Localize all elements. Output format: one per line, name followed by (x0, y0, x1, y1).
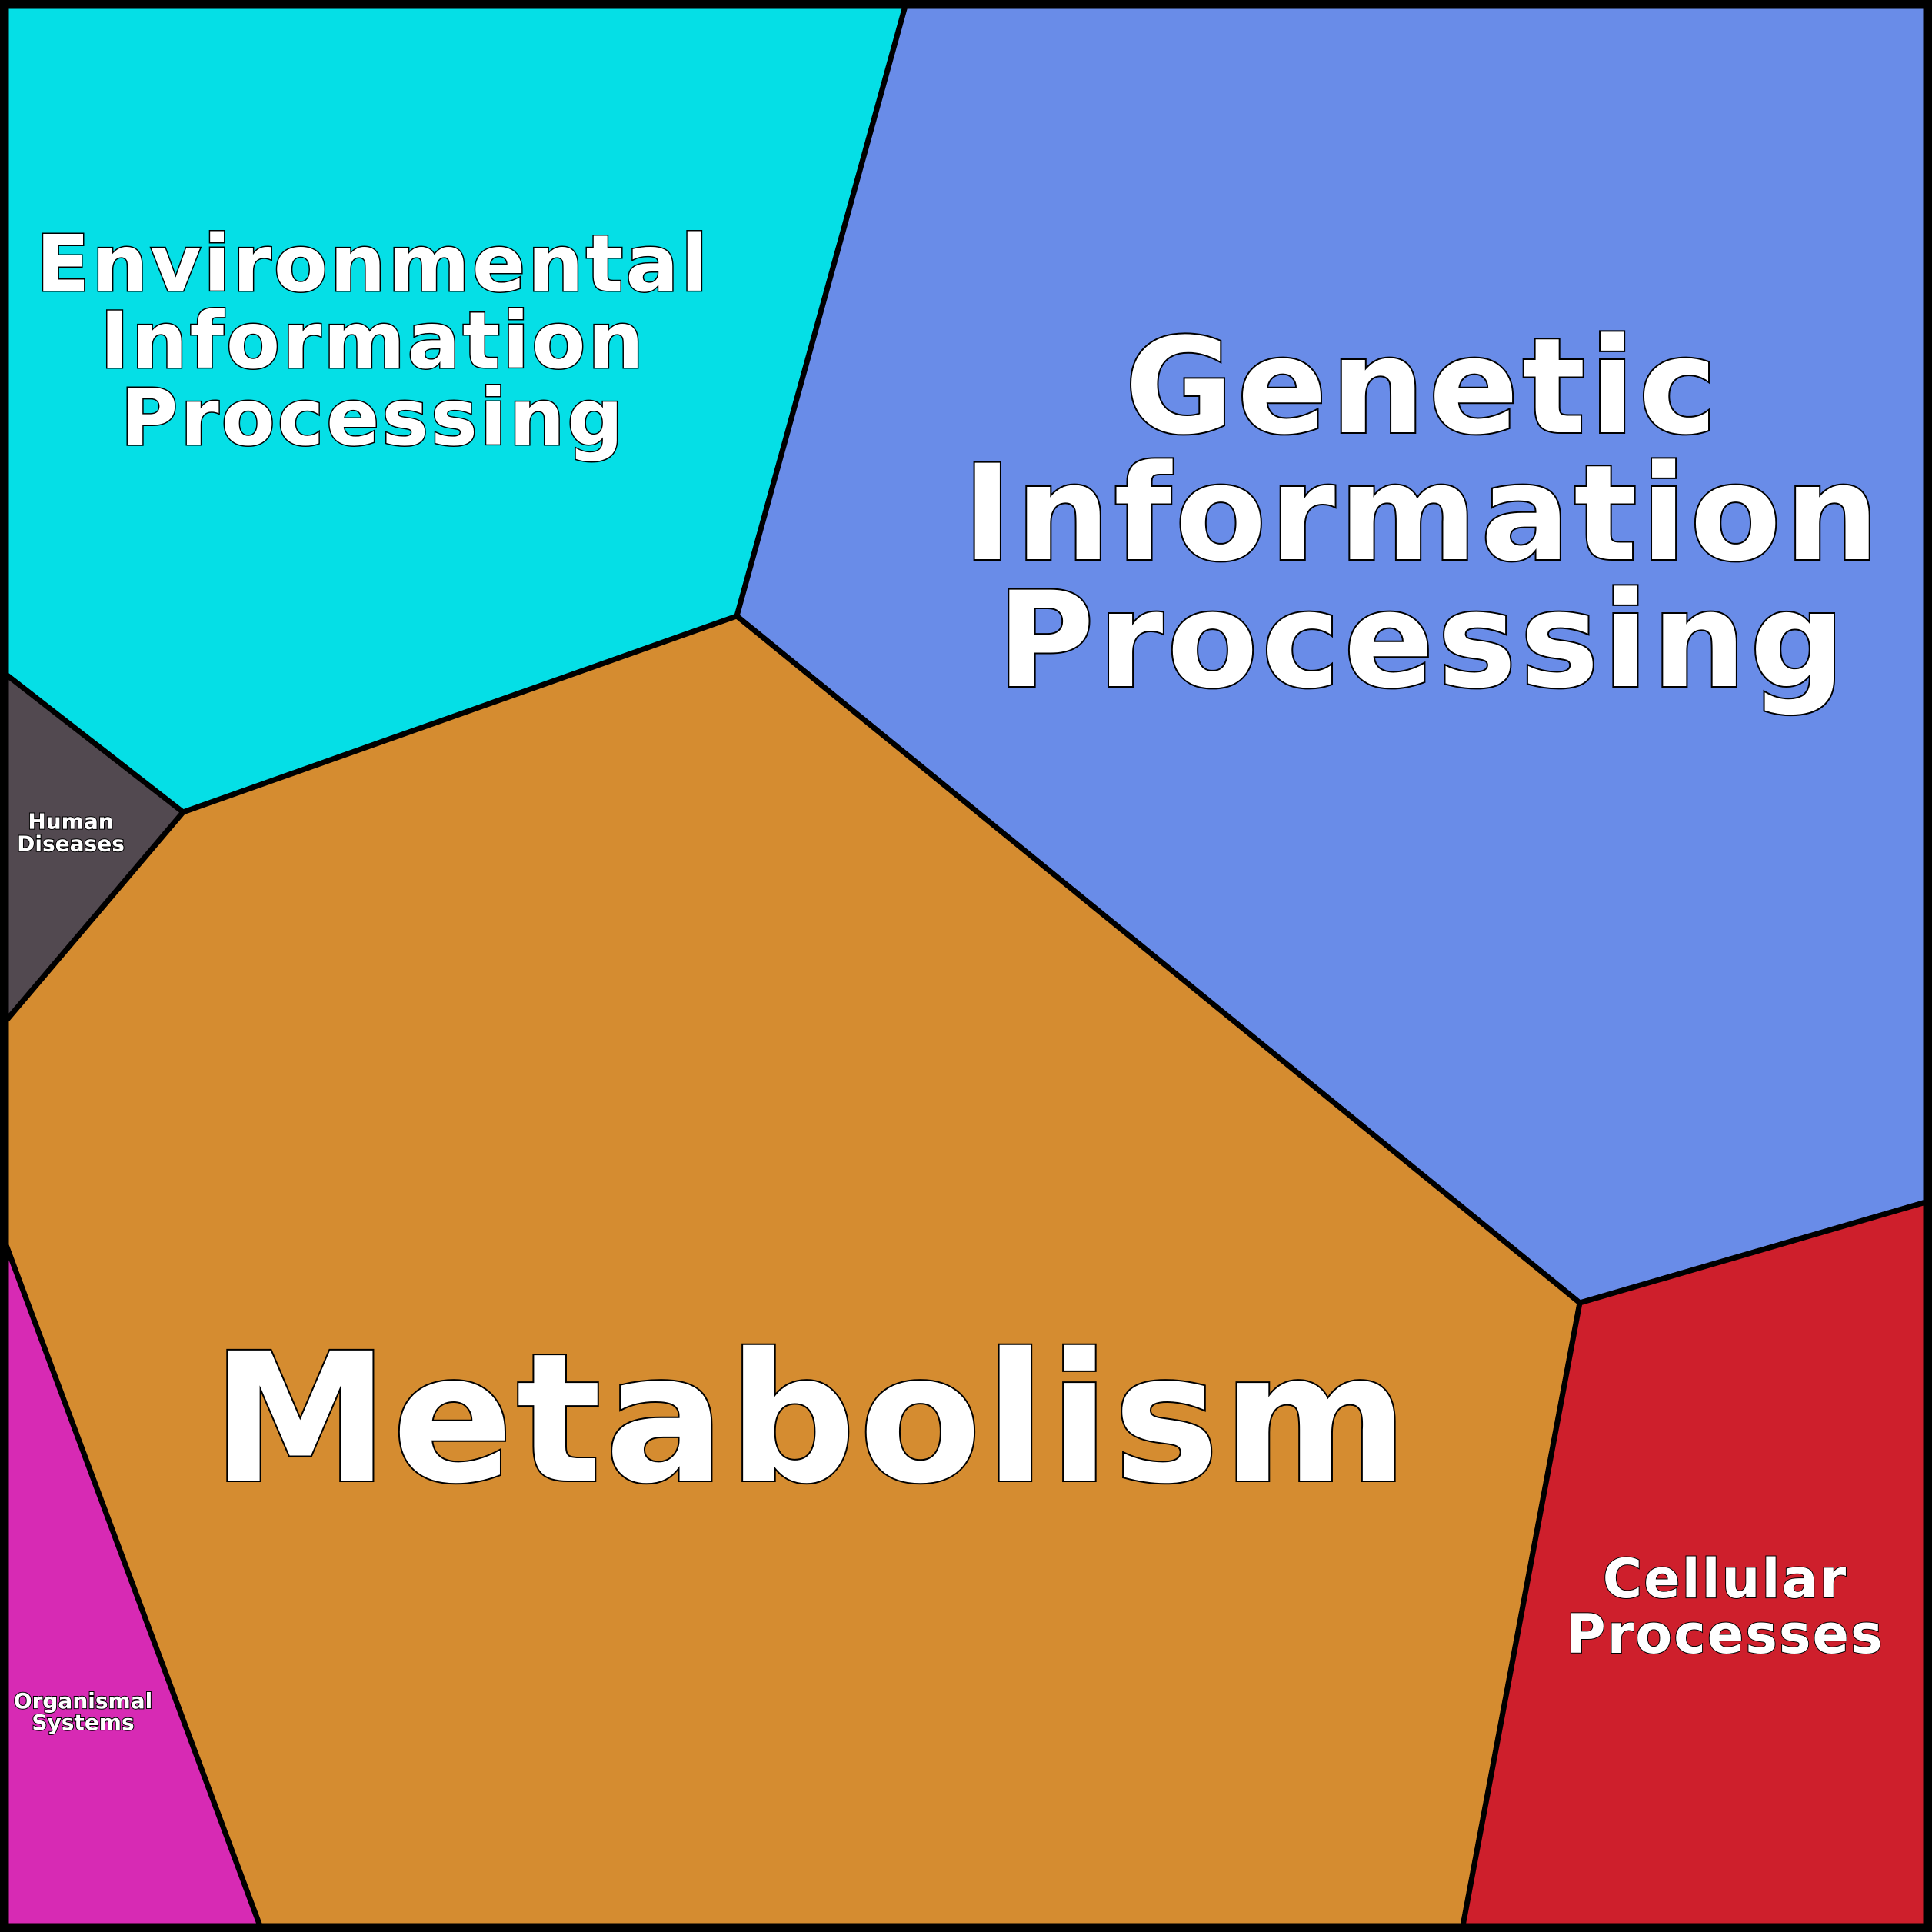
label-line: Information (963, 436, 1883, 591)
label-line: Genetic (1124, 309, 1720, 464)
label-line: Metabolism (212, 1315, 1411, 1523)
cell-human-diseases[interactable] (3, 671, 186, 1024)
label-line: Diseases (17, 831, 125, 857)
cell-cellular-processes[interactable] (1460, 1199, 1929, 1929)
label-metabolism: Metabolism (212, 1315, 1411, 1523)
label-line: Processing (121, 372, 626, 464)
cell-organismal-systems[interactable] (3, 1242, 263, 1929)
label-line: Cellular (1603, 1547, 1847, 1611)
label-line: Processes (1566, 1603, 1884, 1666)
label-line: Human (28, 809, 113, 834)
label-line: Processing (998, 563, 1849, 718)
label-line: Organismal (14, 1688, 152, 1714)
label-line: Information (100, 295, 646, 387)
label-line: Environmental (36, 218, 710, 310)
label-line: Systems (32, 1710, 134, 1735)
